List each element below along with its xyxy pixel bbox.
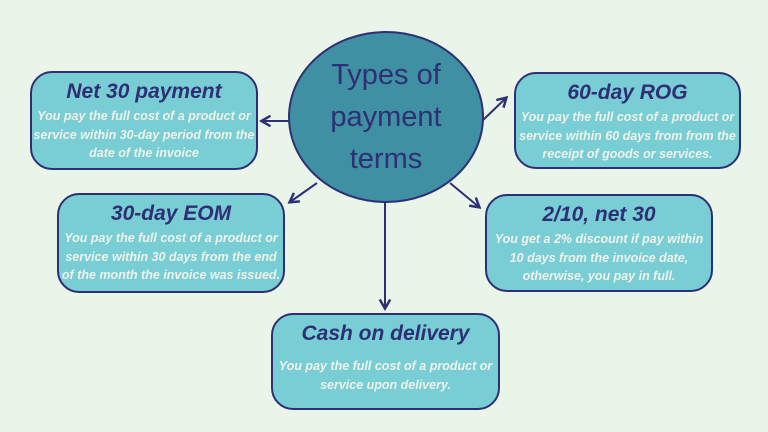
node-30-day-eom: 30-day EOM You pay the full cost of a pr… bbox=[57, 193, 285, 293]
node-title: Net 30 payment bbox=[66, 80, 222, 103]
arrow-to-30-day-eom bbox=[290, 182, 318, 202]
center-node-types-of-payment-terms: Types of payment terms bbox=[288, 31, 484, 203]
center-node-line: terms bbox=[349, 143, 423, 175]
arrow-to-60-day-rog bbox=[480, 98, 506, 123]
node-title: 2/10, net 30 bbox=[542, 203, 656, 226]
node-body-line: service within 30-day period from the bbox=[33, 127, 255, 142]
node-cash-on-delivery: Cash on delivery You pay the full cost o… bbox=[271, 313, 500, 410]
center-node-line: payment bbox=[330, 101, 442, 133]
center-node-line: Types of bbox=[331, 59, 441, 91]
node-title: Cash on delivery bbox=[301, 322, 470, 345]
node-body: You pay the full cost of a product or se… bbox=[273, 357, 498, 394]
node-body-line: You get a 2% discount if pay within bbox=[494, 232, 704, 246]
node-title: 60-day ROG bbox=[567, 81, 688, 104]
node-body-line: 10 days from the invoice date, bbox=[509, 250, 689, 265]
node-body-line: receipt of goods or services. bbox=[542, 147, 713, 161]
node-body-line: You pay the full cost of a product or bbox=[64, 231, 278, 245]
node-body-line: You pay the full cost of a product or bbox=[278, 359, 493, 373]
node-body-line: date of the invoice bbox=[89, 146, 199, 160]
node-body-line: service upon delivery. bbox=[320, 377, 451, 392]
node-60-day-rog: 60-day ROG You pay the full cost of a pr… bbox=[514, 72, 741, 169]
node-body: You pay the full cost of a product or se… bbox=[516, 108, 739, 164]
node-body-line: You pay the full cost of a product or bbox=[37, 109, 251, 123]
node-title: 30-day EOM bbox=[110, 202, 232, 225]
node-body: You pay the full cost of a product or se… bbox=[32, 107, 256, 163]
node-2-10-net-30: 2/10, net 30 You get a 2% discount if pa… bbox=[485, 194, 713, 292]
node-net-30-payment: Net 30 payment You pay the full cost of … bbox=[30, 71, 258, 170]
node-body-line: otherwise, you pay in full. bbox=[522, 269, 676, 283]
node-body-line: service within 30 days from the end bbox=[65, 249, 277, 264]
arrow-to-2-10-net-30 bbox=[449, 182, 479, 207]
node-body-line: of the month the invoice was issued. bbox=[61, 268, 281, 282]
node-body-line: You pay the full cost of a product or bbox=[520, 110, 735, 124]
node-body-line: service within 60 days from from the bbox=[519, 128, 736, 143]
node-body: You pay the full cost of a product or se… bbox=[59, 229, 283, 285]
node-body: You get a 2% discount if pay within 10 d… bbox=[487, 230, 711, 286]
